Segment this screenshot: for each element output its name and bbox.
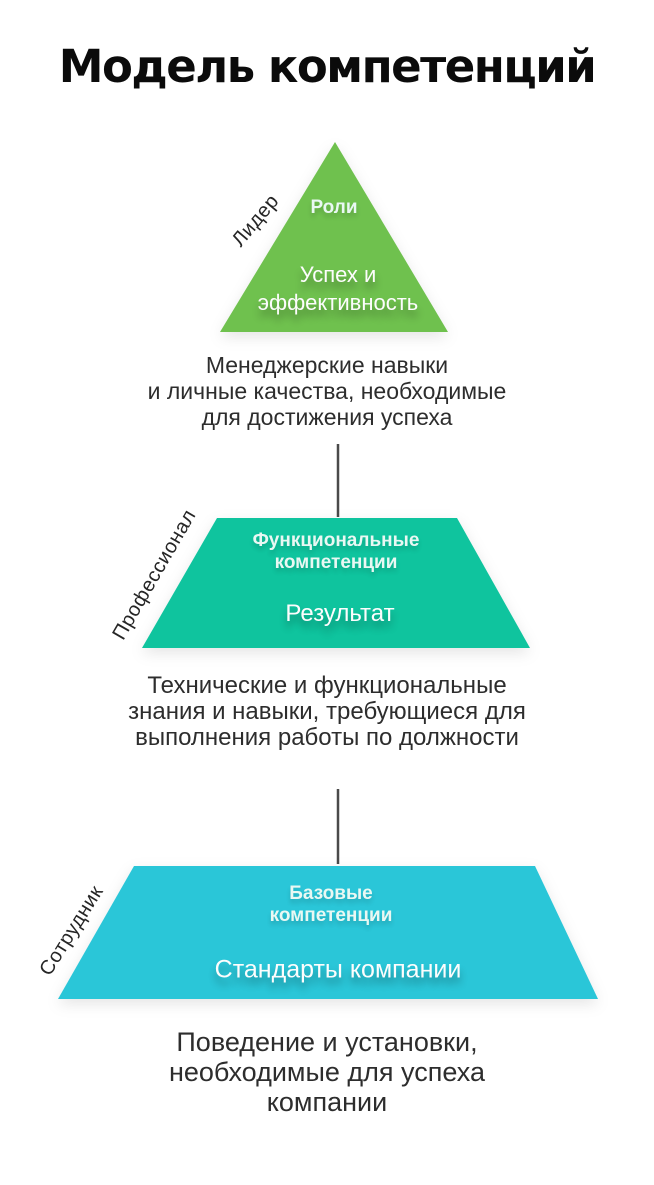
level-heading-basic: Базовые компетенции bbox=[269, 883, 393, 926]
level-subtitle-success: Успех и эффективность bbox=[257, 262, 419, 315]
trapezoid-employee bbox=[58, 866, 598, 999]
level-subtitle-result: Результат bbox=[285, 600, 395, 627]
level-subtitle-standards: Стандарты компании bbox=[214, 955, 462, 984]
description-employee: Поведение и установки, необходимые для у… bbox=[168, 1027, 486, 1117]
level-heading-roles: Роли bbox=[310, 197, 358, 218]
trapezoid-professional bbox=[142, 518, 530, 648]
description-professional: Технические и функциональные знания и на… bbox=[128, 672, 526, 751]
triangle-leader bbox=[220, 142, 448, 332]
page-title: Модель компетенций bbox=[58, 40, 597, 93]
description-leader: Менеджерские навыки и личные качества, н… bbox=[147, 352, 507, 430]
level-heading-functional: Функциональные компетенции bbox=[252, 530, 420, 573]
